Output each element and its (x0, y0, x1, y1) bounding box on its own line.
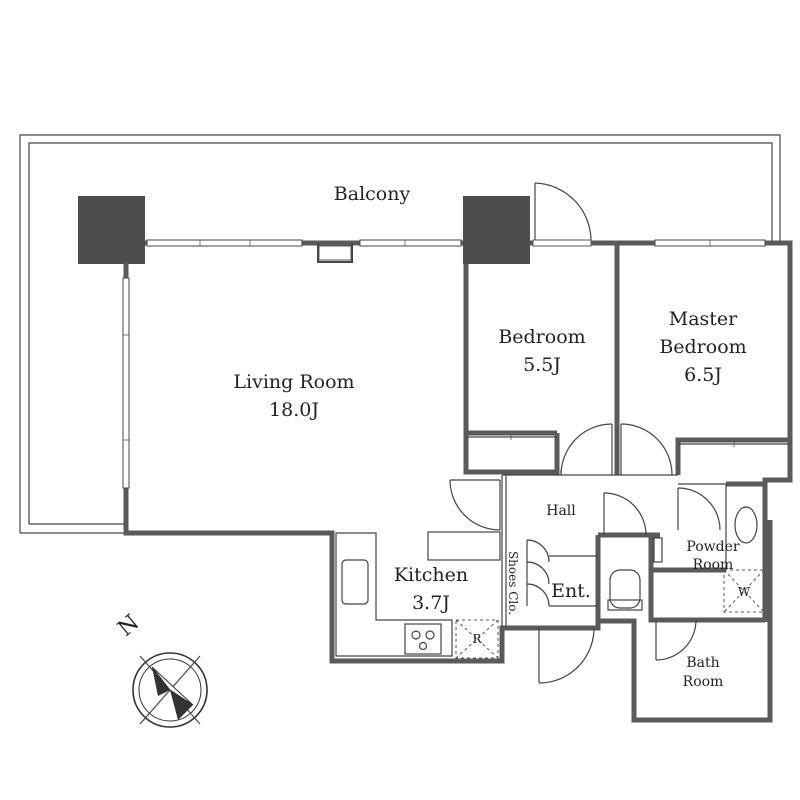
structural-column-center (463, 196, 530, 264)
north-arrow-icon (152, 667, 170, 696)
powder-room-label-line1: Powder (686, 539, 740, 555)
living-room-windows (146, 239, 462, 263)
kitchen-sink (341, 559, 369, 605)
kitchen-counter (335, 531, 501, 657)
kitchen-size: 3.7J (412, 592, 450, 614)
refrigerator-label: R (472, 632, 482, 646)
master-bedroom-door (620, 423, 673, 476)
toilet-door (603, 492, 647, 536)
living-room-side-window (122, 277, 130, 489)
master-bedroom-label-line2: Bedroom (659, 336, 746, 358)
bedroom-walls (463, 243, 790, 475)
bedroom-label: Bedroom (498, 326, 585, 348)
toilet (607, 537, 663, 611)
balcony-railing (19, 134, 781, 534)
entrance-label: Ent. (551, 580, 591, 602)
entrance-door (538, 627, 595, 684)
bath-room-label-line1: Bath (686, 655, 719, 671)
master-bedroom-size: 6.5J (684, 364, 722, 386)
shoes-closet-doors (526, 539, 598, 607)
balcony-label: Balcony (334, 183, 411, 205)
bedroom-door (560, 423, 613, 476)
structural-column-left (78, 196, 145, 264)
balcony-door (532, 182, 592, 247)
powder-sink (734, 506, 758, 544)
master-bedroom-label-line1: Master (669, 308, 738, 330)
bath-room-door (655, 619, 697, 661)
living-room-size: 18.0J (269, 399, 319, 421)
stove (404, 623, 442, 655)
bedroom-windows (654, 239, 766, 247)
bedroom-size: 5.5J (523, 354, 561, 376)
living-room-door (449, 479, 501, 531)
compass: N (113, 610, 208, 728)
hall-walls (501, 474, 765, 628)
washer-label: W (738, 585, 751, 599)
powder-room-door (677, 487, 721, 531)
powder-room-label-line2: Room (693, 557, 734, 573)
refrigerator (455, 619, 499, 659)
compass-north-label: N (113, 610, 144, 642)
washing-machine (723, 569, 765, 613)
bath-room-label-line2: Room (683, 674, 724, 690)
living-room-label: Living Room (233, 371, 354, 393)
shoes-closet-label: Shoes Clo. (506, 551, 520, 615)
kitchen-label: Kitchen (394, 564, 468, 586)
hall-label: Hall (546, 503, 576, 519)
